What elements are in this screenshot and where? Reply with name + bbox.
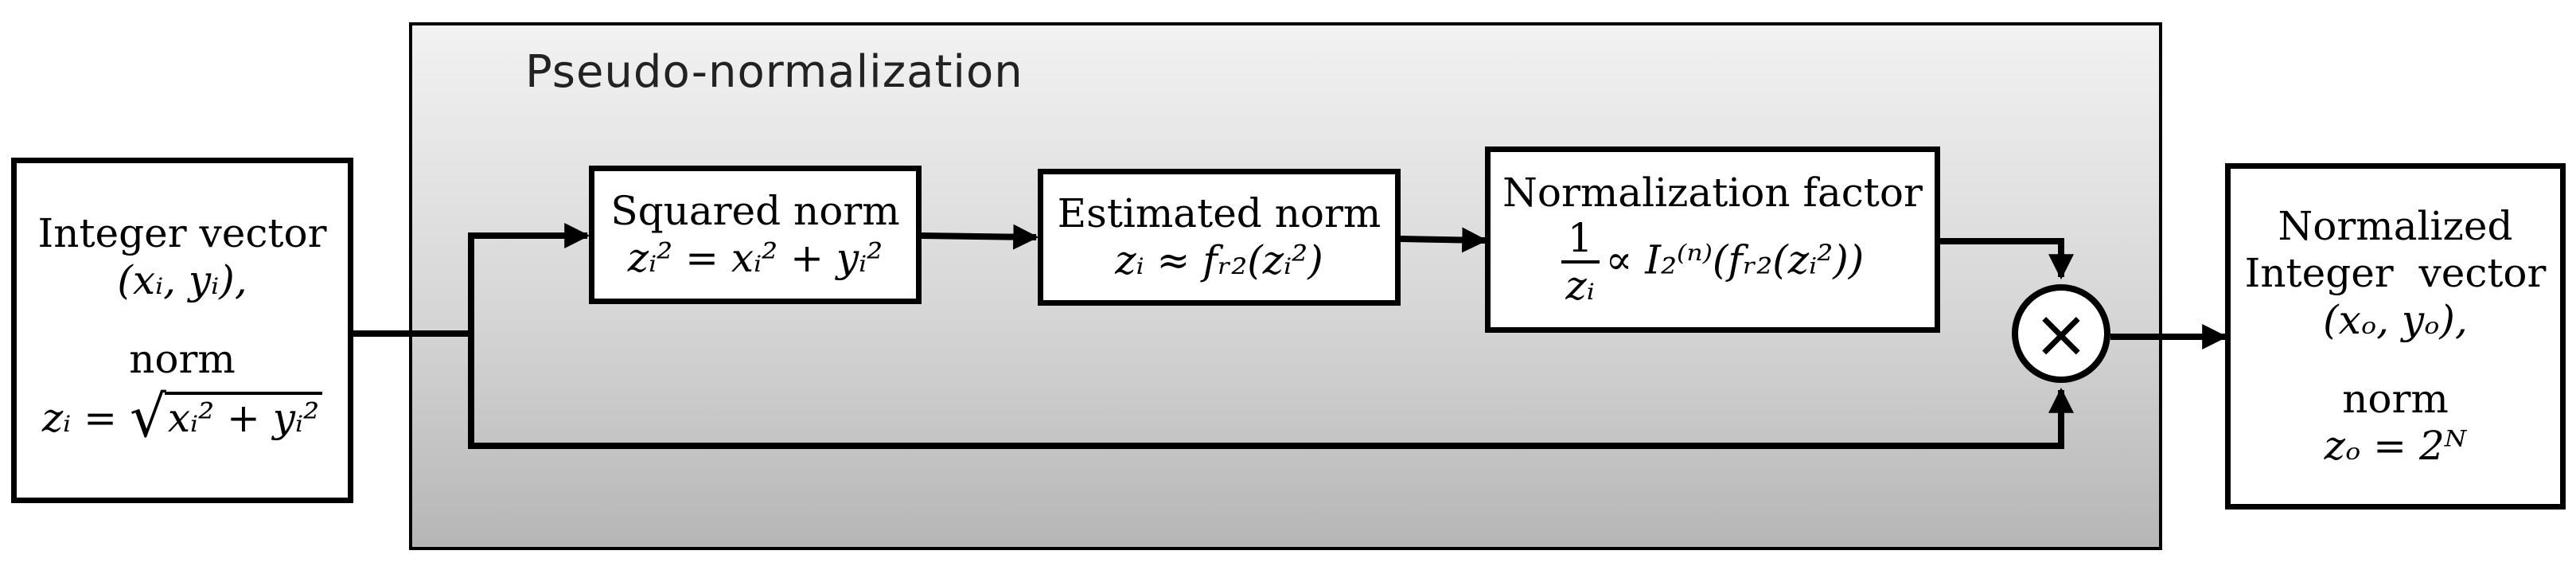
output-norm-label: norm <box>2342 376 2449 422</box>
arrow-bypass-to-multiplier <box>468 334 2074 449</box>
input-vector: (xᵢ, yᵢ), <box>117 257 247 304</box>
input-box: Integer vector (xᵢ, yᵢ), norm zᵢ = √xᵢ² … <box>11 158 353 503</box>
output-title-line1: Normalized <box>2278 203 2513 249</box>
squared-norm-box: Squared norm zᵢ² = xᵢ² + yᵢ² <box>589 166 922 304</box>
normalization-factor-box: Normalization factor 1 zᵢ ∝ I₂⁽ⁿ⁾(fᵣ₂(zᵢ… <box>1485 146 1940 333</box>
arrow-factor-to-multiplier <box>1940 238 2074 280</box>
estimated-norm-formula: zᵢ ≈ fᵣ₂(zᵢ²) <box>1115 237 1323 283</box>
output-box: Normalized Integer vector (xₒ, yₒ), norm… <box>2225 163 2566 510</box>
arrow-to-estimated-norm <box>921 224 1039 250</box>
output-title-line2: Integer vector <box>2244 250 2547 296</box>
output-vector: (xₒ, yₒ), <box>2323 297 2468 343</box>
squared-norm-title: Squared norm <box>610 188 900 234</box>
sqrt-symbol-icon: √ <box>129 383 166 451</box>
output-norm-formula: zₒ = 2ᴺ <box>2324 423 2467 469</box>
multiplier-icon: × <box>2012 284 2110 383</box>
input-title: Integer vector <box>37 210 327 257</box>
input-norm-label: norm <box>129 336 236 383</box>
arrow-to-normalization-factor <box>1400 227 1488 253</box>
estimated-norm-box: Estimated norm zᵢ ≈ fᵣ₂(zᵢ²) <box>1038 169 1401 306</box>
input-norm-formula: zᵢ = √xᵢ² + yᵢ² <box>42 383 323 451</box>
squared-norm-formula: zᵢ² = xᵢ² + yᵢ² <box>627 235 883 281</box>
estimated-norm-title: Estimated norm <box>1057 190 1382 236</box>
fraction: 1 zᵢ <box>1561 217 1600 310</box>
arrow-to-squared-norm <box>468 223 590 446</box>
normalization-factor-title: Normalization factor <box>1502 170 1923 217</box>
normalization-factor-formula: 1 zᵢ ∝ I₂⁽ⁿ⁾(fᵣ₂(zᵢ²)) <box>1561 217 1864 310</box>
radicand: xᵢ² + yᵢ² <box>164 392 323 442</box>
group-title: Pseudo-normalization <box>525 46 1023 98</box>
